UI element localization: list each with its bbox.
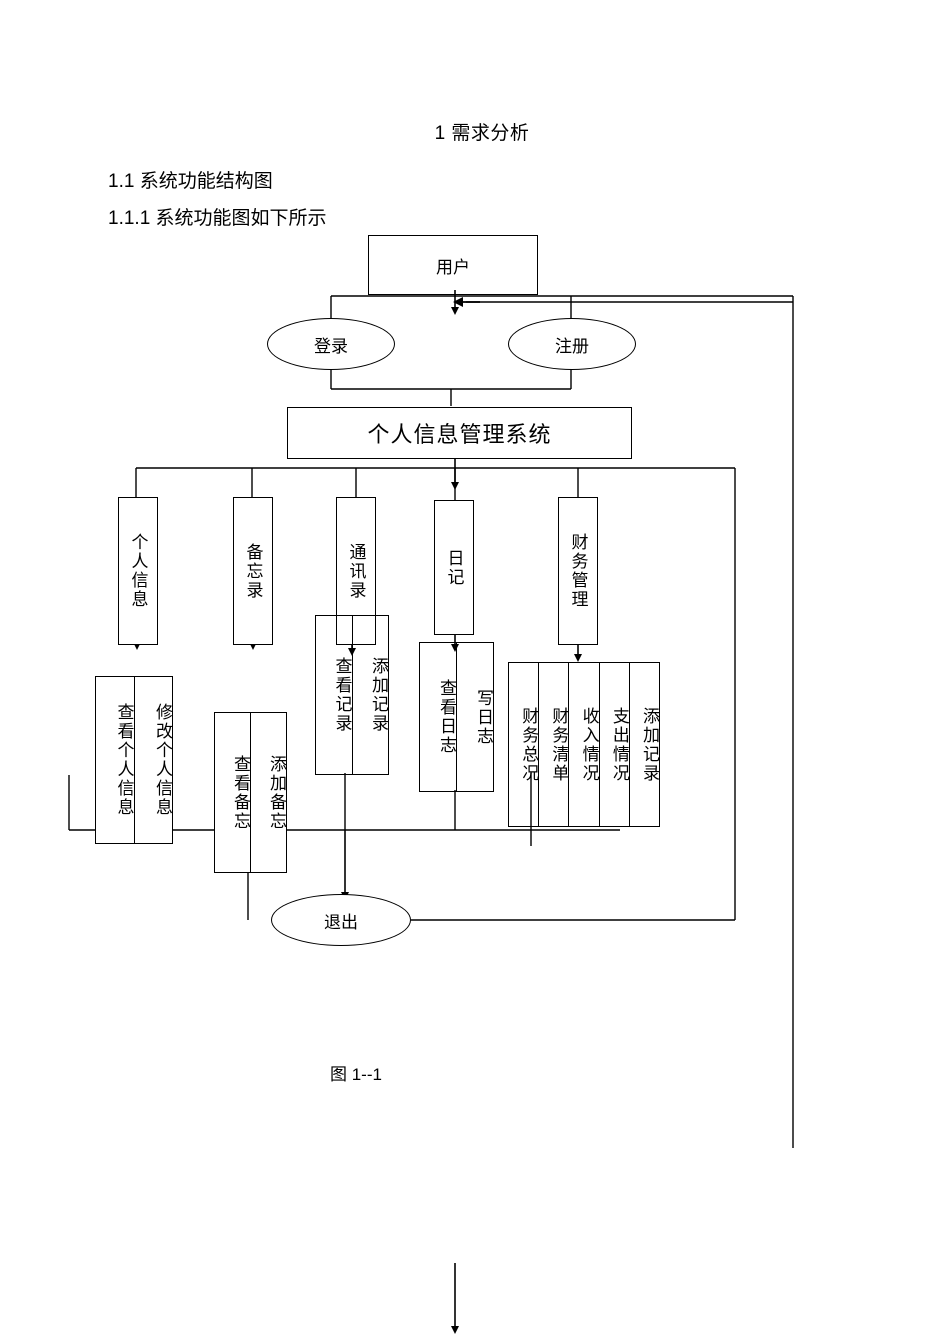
node-register[interactable]: 注册 xyxy=(508,318,636,370)
node-leaf-view-record[interactable]: 查看记录 xyxy=(316,616,353,774)
node-leaf-label: 写日志 xyxy=(474,688,493,746)
node-leaf-finance-add-record[interactable]: 添加记录 xyxy=(630,663,659,826)
node-leaf-add-memo[interactable]: 添加备忘 xyxy=(251,713,286,872)
leafgroup-memo: 查看备忘 添加备忘 xyxy=(214,712,287,873)
page-title-text: 1 需求分析 xyxy=(434,123,530,144)
node-user-label: 用户 xyxy=(436,257,470,277)
node-module-label: 日记 xyxy=(444,548,464,587)
node-system-label: 个人信息管理系统 xyxy=(367,422,552,447)
leafgroup-contacts: 查看记录 添加记录 xyxy=(315,615,389,775)
figure-caption: 图 1--1 xyxy=(330,1065,382,1084)
node-leaf-view-memo[interactable]: 查看备忘 xyxy=(215,713,251,872)
node-module-diary[interactable]: 日记 xyxy=(434,500,474,635)
node-module-label: 财务管理 xyxy=(568,533,588,609)
node-module-personal-info[interactable]: 个人信息 xyxy=(118,497,158,645)
page-title: 1 需求分析 xyxy=(0,118,950,145)
node-module-label: 通讯录 xyxy=(346,542,366,600)
node-register-label: 注册 xyxy=(555,336,589,356)
node-leaf-income[interactable]: 收入情况 xyxy=(569,663,600,826)
node-leaf-expense[interactable]: 支出情况 xyxy=(600,663,630,826)
node-module-finance[interactable]: 财务管理 xyxy=(558,497,598,645)
node-module-label: 个人信息 xyxy=(128,533,148,609)
node-leaf-label: 修改个人信息 xyxy=(153,703,172,817)
leafgroup-finance: 财务总况 财务清单 收入情况 支出情况 添加记录 xyxy=(508,662,660,827)
node-leaf-add-record[interactable]: 添加记录 xyxy=(353,616,388,774)
node-leaf-label: 添加记录 xyxy=(369,657,388,733)
node-leaf-label: 收入情况 xyxy=(579,706,599,783)
node-leaf-label: 查看个人信息 xyxy=(114,703,134,817)
subsection-heading: 1.1.1 系统功能图如下所示 xyxy=(108,208,327,229)
node-leaf-label: 查看备忘 xyxy=(231,754,250,831)
node-module-contacts[interactable]: 通讯录 xyxy=(336,497,376,645)
node-exit[interactable]: 退出 xyxy=(271,894,411,946)
node-leaf-label: 添加备忘 xyxy=(267,754,286,831)
node-leaf-view-log[interactable]: 查看日志 xyxy=(420,643,457,791)
node-user[interactable]: 用户 xyxy=(368,235,538,295)
node-leaf-label: 财务清单 xyxy=(549,706,569,783)
leafgroup-personal-info: 查看个人信息 修改个人信息 xyxy=(95,676,173,844)
node-leaf-edit-personal-info[interactable]: 修改个人信息 xyxy=(135,677,172,843)
node-leaf-label: 查看日志 xyxy=(437,679,456,755)
node-leaf-label: 添加记录 xyxy=(640,706,660,783)
node-module-memo[interactable]: 备忘录 xyxy=(233,497,273,645)
node-leaf-label: 支出情况 xyxy=(609,706,629,783)
node-module-label: 备忘录 xyxy=(243,542,263,600)
node-leaf-label: 查看记录 xyxy=(332,657,352,733)
node-system[interactable]: 个人信息管理系统 xyxy=(287,407,632,459)
leafgroup-diary: 查看日志 写日志 xyxy=(419,642,494,792)
section-heading: 1.1 系统功能结构图 xyxy=(108,171,273,192)
node-login[interactable]: 登录 xyxy=(267,318,395,370)
node-leaf-view-personal-info[interactable]: 查看个人信息 xyxy=(96,677,135,843)
node-exit-label: 退出 xyxy=(324,912,358,932)
node-leaf-write-log[interactable]: 写日志 xyxy=(457,643,493,791)
node-leaf-label: 财务总况 xyxy=(519,706,539,783)
node-leaf-finance-overview[interactable]: 财务总况 xyxy=(509,663,540,826)
node-login-label: 登录 xyxy=(314,336,348,356)
node-leaf-finance-list[interactable]: 财务清单 xyxy=(539,663,570,826)
